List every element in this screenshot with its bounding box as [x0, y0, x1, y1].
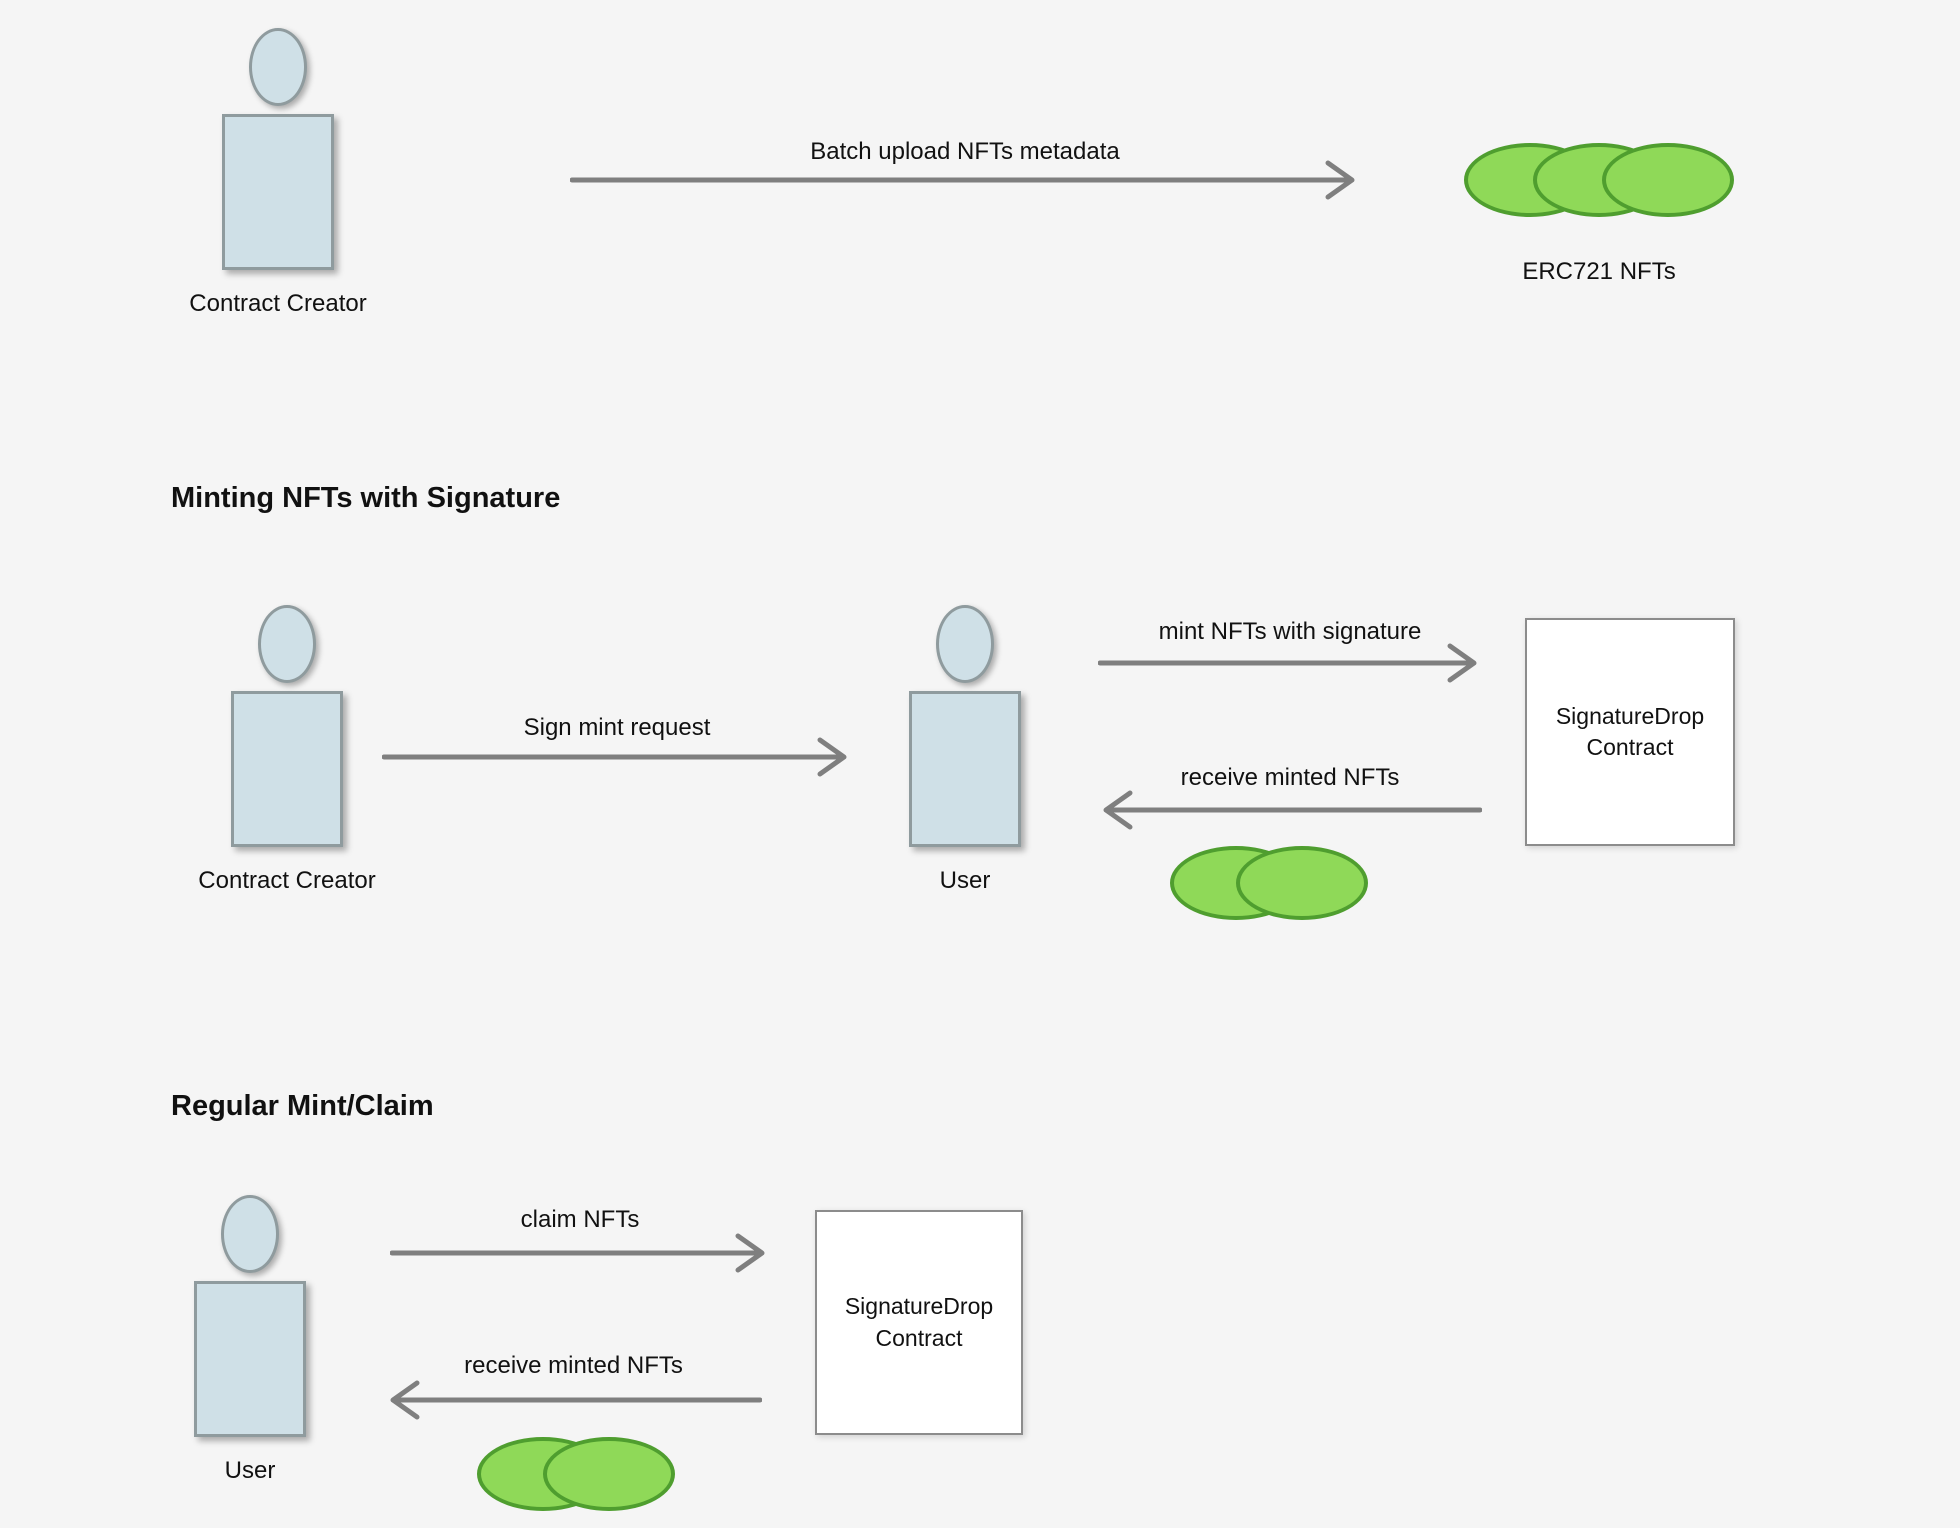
- arrow-label-claim-nfts: claim NFTs: [520, 1206, 640, 1233]
- contract-box-label: SignatureDrop Contract: [844, 1293, 994, 1351]
- contract-box-signaturedrop: SignatureDrop Contract: [1525, 618, 1735, 846]
- arrow-receive-minted-claim-icon: [390, 1380, 762, 1420]
- person-user-signature: User: [865, 605, 1065, 895]
- arrow-label-mint-with-signature: mint NFTs with signature: [1158, 618, 1422, 645]
- arrow-label-receive-minted-claim: receive minted NFTs: [464, 1352, 683, 1379]
- actor-label: User: [224, 1457, 276, 1484]
- nft-stack-claimed-icon: [477, 1437, 677, 1511]
- person-contract-creator-upload: Contract Creator: [178, 28, 378, 318]
- section-title-regular-mint: Regular Mint/Claim: [171, 1090, 434, 1122]
- nft-ellipse-icon: [1602, 143, 1734, 217]
- person-body-icon: [231, 691, 343, 847]
- nft-stack-erc721-icon: [1464, 143, 1734, 217]
- person-contract-creator-signature: Contract Creator: [187, 605, 387, 895]
- nft-stack-received-icon: [1170, 846, 1370, 920]
- arrow-batch-upload-icon: [570, 160, 1355, 200]
- nft-stack-label: ERC721 NFTs: [1522, 258, 1676, 285]
- person-head-icon: [936, 605, 994, 683]
- person-head-icon: [221, 1195, 279, 1273]
- arrow-claim-nfts-icon: [390, 1233, 765, 1273]
- arrow-label-batch-upload: Batch upload NFTs metadata: [810, 138, 1120, 165]
- arrow-label-receive-minted: receive minted NFTs: [1180, 764, 1400, 791]
- section-title-signature-mint: Minting NFTs with Signature: [171, 482, 561, 514]
- person-body-icon: [909, 691, 1021, 847]
- arrow-receive-minted-icon: [1103, 790, 1482, 830]
- contract-box-signaturedrop-claim: SignatureDrop Contract: [815, 1210, 1023, 1435]
- person-body-icon: [194, 1281, 306, 1437]
- person-user-claim: User: [150, 1195, 350, 1485]
- actor-label: User: [939, 867, 991, 894]
- actor-label: Contract Creator: [189, 290, 367, 317]
- person-body-icon: [222, 114, 334, 270]
- person-head-icon: [249, 28, 307, 106]
- actor-label: Contract Creator: [198, 867, 376, 894]
- person-head-icon: [258, 605, 316, 683]
- nft-ellipse-icon: [543, 1437, 675, 1511]
- arrow-sign-mint-request-icon: [382, 737, 847, 777]
- nft-ellipse-icon: [1236, 846, 1368, 920]
- arrow-mint-with-signature-icon: [1098, 643, 1477, 683]
- arrow-label-sign-mint-request: Sign mint request: [523, 714, 711, 741]
- contract-box-label: SignatureDrop Contract: [1555, 702, 1705, 760]
